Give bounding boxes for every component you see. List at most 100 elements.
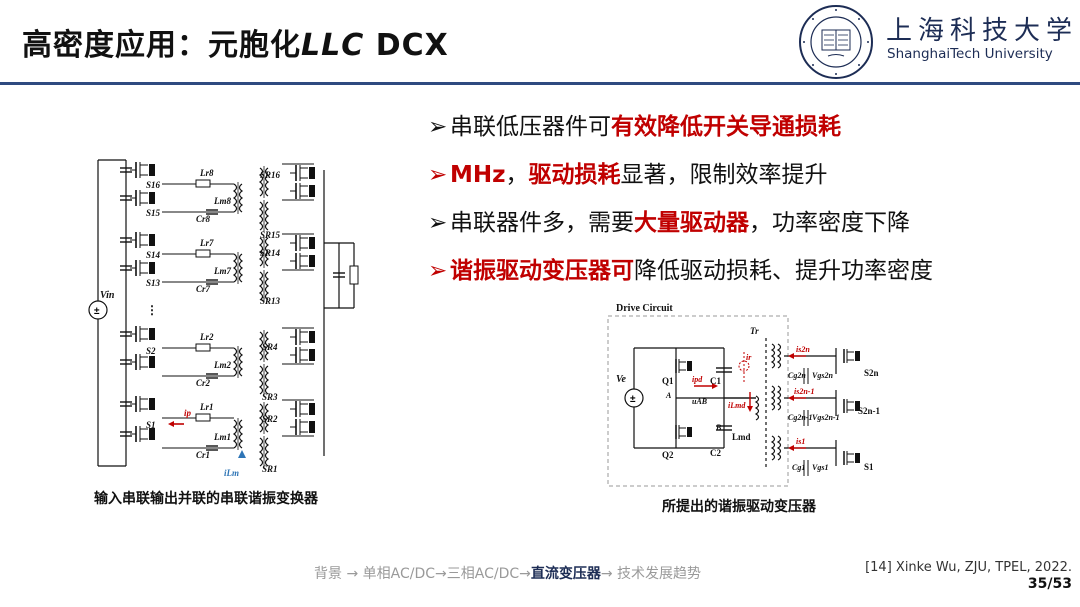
vin-source-icon: [88, 300, 108, 320]
bullet-text: 降低驱动损耗、提升功率密度: [634, 258, 933, 284]
bullet-item-1: ➢串联低压器件可有效降低开关导通损耗: [428, 103, 1068, 151]
label-ve: Ve: [616, 374, 627, 385]
label-lr2: Lr2: [199, 332, 214, 342]
label-sr15: SR15: [260, 230, 281, 240]
label-q1: Q1: [662, 376, 674, 386]
label-sr16: SR16: [260, 170, 281, 180]
label-ipd: ipd: [692, 375, 703, 384]
bullet-text: ，功率密度下降: [749, 210, 910, 236]
label-sr4: SR4: [262, 342, 278, 352]
label-cg2n: Cg2n: [788, 371, 806, 380]
right-figure-caption: 所提出的谐振驱动变压器: [662, 499, 816, 515]
label-c1: C1: [710, 376, 721, 386]
label-is2n1: is2n-1: [794, 387, 814, 396]
bullet-highlight: 谐振驱动变压器可: [450, 258, 634, 284]
breadcrumb-item[interactable]: → 技术发展趋势: [600, 566, 702, 582]
label-lr1: Lr1: [199, 402, 214, 412]
bullet-highlight: 驱动损耗: [528, 162, 621, 188]
label-lm8: Lm8: [213, 196, 231, 206]
label-s15: S15: [146, 208, 161, 218]
title-divider: [0, 82, 1080, 85]
title-italic: LLC: [301, 28, 365, 63]
svg-text:±: ±: [94, 306, 100, 317]
label-sr3: SR3: [262, 392, 278, 402]
bullet-highlight: MHz: [450, 162, 506, 188]
label-s16: S16: [146, 180, 161, 190]
page-number: 35/53: [1027, 576, 1072, 592]
svg-text:±: ±: [630, 394, 636, 405]
breadcrumb-item[interactable]: 单相AC/DC→三相AC/DC→: [362, 566, 531, 582]
bullet-list: ➢串联低压器件可有效降低开关导通损耗 ➢MHz，驱动损耗显著，限制效率提升 ➢串…: [428, 103, 1068, 295]
bullet-text: 显著，限制效率提升: [620, 162, 828, 188]
label-lmd: Lmd: [732, 432, 751, 442]
label-drive-circuit: Drive Circuit: [616, 303, 673, 314]
label-s2n1: S2n-1: [858, 406, 881, 416]
bullet-arrow-icon: ➢: [428, 258, 448, 284]
left-figure-caption: 输入串联输出并联的串联谐振变换器: [94, 491, 318, 507]
label-vgs2n: Vgs2n: [812, 371, 833, 380]
breadcrumb-item[interactable]: 背景: [314, 566, 342, 582]
label-sr13: SR13: [260, 296, 281, 306]
bullet-highlight: 大量驱动器: [634, 210, 749, 236]
label-sr1: SR1: [262, 464, 278, 474]
label-vin: Vin: [100, 290, 115, 301]
label-cr7: Cr7: [196, 284, 211, 294]
bullet-highlight: 有效降低开关导通损耗: [611, 114, 841, 140]
breadcrumb-separator: →: [342, 566, 363, 582]
label-lm7: Lm7: [213, 266, 231, 276]
bullet-item-3: ➢串联器件多，需要大量驱动器，功率密度下降: [428, 199, 1068, 247]
label-ip: ip: [184, 408, 192, 418]
university-name-cn: 上海科技大学: [886, 16, 1079, 46]
label-b: B: [715, 423, 722, 432]
label-tr: Tr: [750, 326, 759, 336]
label-sr14: SR14: [260, 248, 281, 258]
ve-source-icon: [624, 388, 644, 408]
label-ilmd: iLmd: [728, 401, 746, 410]
label-lr8: Lr8: [199, 168, 214, 178]
label-vgs2n1: Vgs2n-1: [812, 413, 840, 422]
resonant-drive-transformer-schematic: ± Drive Circuit Tr Ve Q1 Q2 A B C1 C2 ip…: [607, 303, 881, 487]
label-ir: ir: [746, 353, 752, 362]
university-name-en: ShanghaiTech University: [887, 46, 1053, 62]
label-vgs1: Vgs1: [812, 463, 828, 472]
label-q2: Q2: [662, 450, 674, 460]
label-s2n: S2n: [864, 368, 879, 378]
label-dots: ⋮: [146, 303, 158, 317]
section-breadcrumb: 背景 → 单相AC/DC→三相AC/DC→直流变压器→ 技术发展趋势: [314, 563, 701, 583]
bullet-text: ，: [505, 162, 529, 188]
bullet-arrow-icon: ➢: [428, 210, 448, 236]
label-lm1: Lm1: [213, 432, 231, 442]
label-s1-right: S1: [864, 462, 874, 472]
label-c2: C2: [710, 448, 721, 458]
ilm-arrow-icon: [238, 450, 246, 458]
label-cg2n1: Cg2n-1: [788, 413, 812, 422]
label-s1: S1: [146, 420, 156, 430]
university-seal-icon: [799, 5, 873, 79]
bullet-item-2: ➢MHz，驱动损耗显著，限制效率提升: [428, 151, 1068, 199]
label-sr2: SR2: [262, 414, 278, 424]
label-ilm: iLm: [224, 468, 239, 478]
bullet-text: 串联器件多，需要: [450, 210, 634, 236]
label-cr8: Cr8: [196, 214, 211, 224]
bullet-arrow-icon: ➢: [428, 162, 448, 188]
label-lm2: Lm2: [213, 360, 231, 370]
label-cr1: Cr1: [196, 450, 210, 460]
label-s2: S2: [146, 346, 156, 356]
label-s13: S13: [146, 278, 161, 288]
bullet-text: 串联低压器件可: [450, 114, 611, 140]
ipd-arrow-icon: [712, 383, 718, 389]
label-uab: uAB: [692, 397, 708, 406]
label-lr7: Lr7: [199, 238, 214, 248]
breadcrumb-current[interactable]: 直流变压器: [530, 566, 601, 582]
ilmd-arrow-icon: [747, 406, 753, 412]
label-cg1: Cg1: [792, 463, 805, 472]
isop-converter-schematic: ± S16 S15 S14 S13 S2 S1: [88, 159, 359, 478]
reference-citation: [14] Xinke Wu, ZJU, TPEL, 2022.: [865, 560, 1072, 575]
title-main: 高密度应用：元胞化: [22, 28, 301, 63]
title-tail: DCX: [364, 28, 449, 63]
bullet-arrow-icon: ➢: [428, 114, 448, 140]
label-cr2: Cr2: [196, 378, 211, 388]
label-a: A: [665, 391, 672, 400]
bullet-item-4: ➢谐振驱动变压器可降低驱动损耗、提升功率密度: [428, 247, 1068, 295]
label-is1: is1: [796, 437, 805, 446]
